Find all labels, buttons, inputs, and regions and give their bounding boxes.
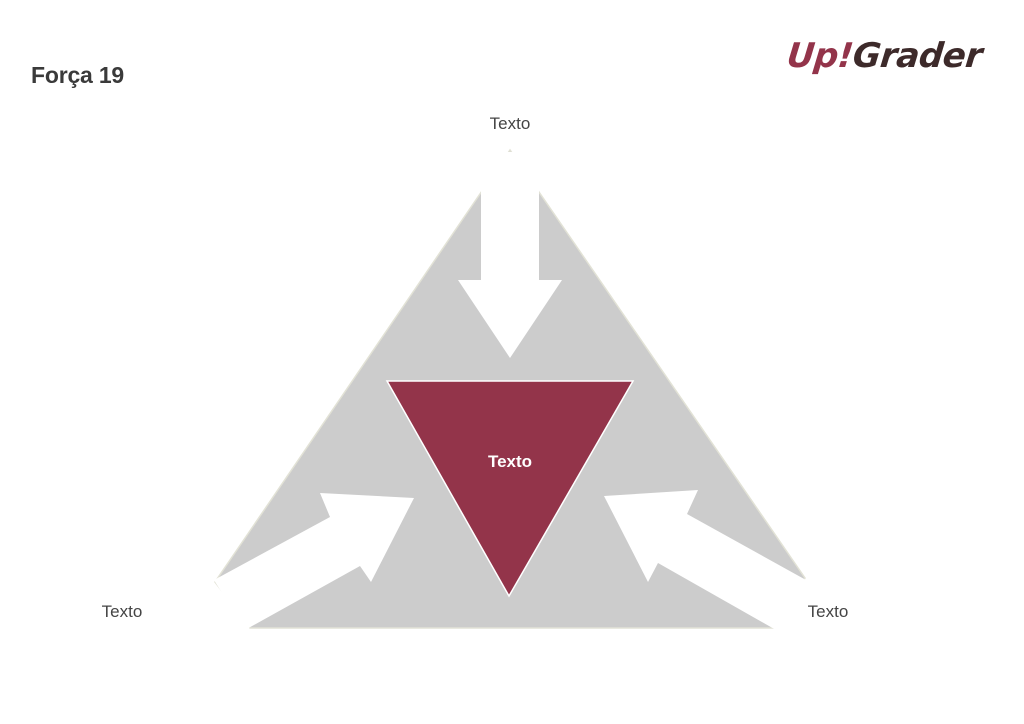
page-title: Força 19 [31, 62, 125, 88]
label-center: Texto [487, 452, 533, 471]
arrow-bottom-left [214, 493, 414, 630]
label-bottom-right: Texto [807, 602, 849, 621]
arrow-bottom-right [604, 490, 806, 630]
label-top: Texto [489, 114, 531, 133]
label-bottom-left: Texto [101, 602, 143, 621]
arrow-top [458, 152, 562, 358]
center-triangle [385, 380, 635, 598]
